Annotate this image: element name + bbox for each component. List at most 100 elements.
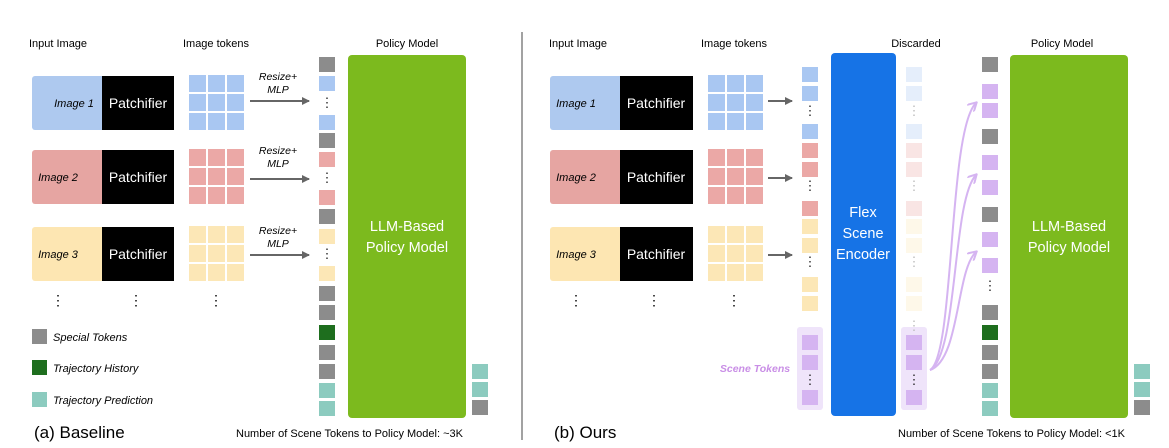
image-token-cell [746,75,763,92]
scene-token-routing-arrows [929,103,976,371]
output-prediction-token [1134,382,1150,397]
image-3-box [32,227,116,281]
image-1-token [802,86,818,101]
image-token-cell [746,168,763,185]
image-3-token [802,296,818,311]
baseline-image-ellipsis: ⋮ [51,292,65,308]
image-1-label: Image 1 [54,98,94,110]
image-token-cell [208,113,225,130]
baseline-llm-label-1: LLM-Based [370,219,444,235]
image-3-token [802,277,818,292]
baseline-row-1: Image 1 Patchifier [32,76,174,130]
image-1-token [319,115,335,130]
token-ellipsis: ⋮ [321,95,334,110]
ours-patchifier-1-box [620,76,693,130]
baseline-token-grid-3 [189,226,244,281]
token-ellipsis: ⋮ [984,278,997,293]
token-ellipsis: ⋮ [321,170,334,185]
image-token-cell [727,149,744,166]
ours-patchifier-1-label: Patchifier [627,95,686,111]
legend-prediction-swatch [32,392,47,407]
baseline-token-grid-1 [189,75,244,130]
image-token-cell [708,245,725,262]
scene-token [906,390,922,405]
ours-header-discarded: Discarded [891,38,941,50]
baseline-row-3: Image 3 Patchifier [32,227,174,281]
ours-token-sequence: ⋮⋮⋮⋮ [802,67,818,405]
discarded-token [906,277,922,292]
image-token-cell [208,94,225,111]
baseline-grid-ellipsis: ⋮ [209,292,223,308]
image-2-token [319,190,335,205]
discarded-token [906,162,922,177]
discarded-token [906,296,922,311]
scene-route-arrow-1 [929,103,976,371]
image-token-cell [208,187,225,204]
scene-token [982,258,998,273]
image-token-cell [189,264,206,281]
scene-token [982,103,998,118]
special-token [319,305,335,320]
discarded-token [906,86,922,101]
image-token-cell [227,226,244,243]
ours-image-1-box [550,76,634,130]
legend-history-swatch [32,360,47,375]
encoder-label-2: Scene [842,226,883,242]
legend-special-label: Special Tokens [53,332,128,344]
output-special-token [1134,400,1150,415]
legend-history-label: Trajectory History [53,363,140,375]
image-token-cell [208,226,225,243]
ours-header-policy: Policy Model [1031,38,1093,50]
baseline-header-input: Input Image [29,38,87,50]
ours-patchifier-3-box [620,227,693,281]
special-token [319,345,335,360]
image-token-cell [227,187,244,204]
ours-image-3-box [550,227,634,281]
baseline-footer: Number of Scene Tokens to Policy Model: … [236,428,464,440]
image-token-cell [746,226,763,243]
ours-patchifier-2-box [620,150,693,204]
discarded-ellipsis: ⋮ [908,103,921,118]
ours-panel: Input Image Image tokens Discarded Polic… [549,38,1150,442]
special-token [319,133,335,148]
discarded-token [906,238,922,253]
legend-special-swatch [32,329,47,344]
ours-image-2-label: Image 2 [556,172,596,184]
trajectory-prediction-token [982,383,998,398]
legend-prediction-label: Trajectory Prediction [53,395,153,407]
ours-patchifier-3-label: Patchifier [627,246,686,262]
encoder-label-1: Flex [849,205,877,221]
image-token-cell [746,264,763,281]
image-token-cell [708,75,725,92]
scene-route-arrow-2 [929,175,976,371]
image-token-cell [189,226,206,243]
image-2-token [319,152,335,167]
image-token-cell [727,94,744,111]
image-token-cell [227,149,244,166]
image-token-cell [727,264,744,281]
image-token-cell [227,245,244,262]
resize-arrow-1: Resize+ MLP [250,71,310,105]
image-1-token [319,76,335,91]
scene-route-arrow-3 [929,252,976,371]
output-prediction-token [472,364,488,379]
special-token [319,286,335,301]
baseline-header-policy: Policy Model [376,38,438,50]
legend: Special Tokens Trajectory History Trajec… [32,329,153,407]
baseline-row-2: Image 2 Patchifier [32,150,174,204]
special-token [982,345,998,360]
baseline-llm-label-2: Policy Model [366,240,448,256]
ours-llm-label-1: LLM-Based [1032,219,1106,235]
image-3-token [319,229,335,244]
output-prediction-token [472,382,488,397]
scene-token [982,232,998,247]
discarded-token [906,124,922,139]
trajectory-prediction-token [319,401,335,416]
image-token-cell [746,187,763,204]
image-token-cell [746,113,763,130]
baseline-panel: Input Image Image tokens Policy Model Im… [29,38,488,442]
resize-label-1a: Resize+ [259,71,297,83]
image-token-cell [746,245,763,262]
ours-caption: (b) Ours [554,423,616,442]
image-2-label: Image 2 [38,172,78,184]
